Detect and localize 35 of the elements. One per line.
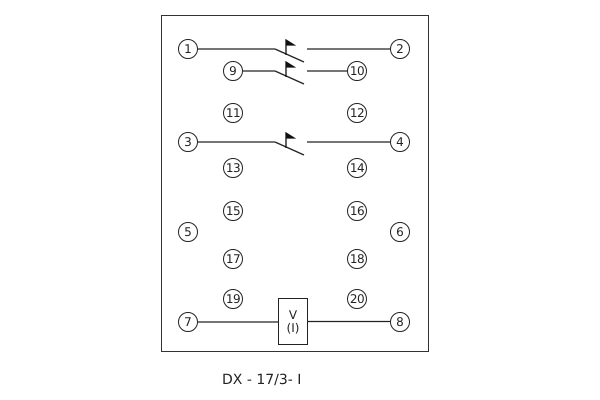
terminal-number: 4 [390, 132, 410, 152]
terminal-number: 11 [223, 103, 243, 123]
terminal-number: 3 [178, 132, 198, 152]
wire [198, 48, 275, 50]
terminal-number: 9 [223, 61, 243, 81]
open-contact-switch [275, 39, 307, 63]
terminal-number: 19 [223, 289, 243, 309]
terminal-number: 1 [178, 39, 198, 59]
terminal-number: 5 [178, 222, 198, 242]
terminal-number: 2 [390, 39, 410, 59]
wire [198, 141, 275, 143]
caption: DX - 17/3- I [222, 372, 302, 388]
wire [308, 320, 390, 322]
terminal-number: 7 [178, 312, 198, 332]
wire [243, 70, 275, 72]
coil-label: (I) [286, 322, 300, 334]
wire [198, 321, 278, 323]
terminal-number: 10 [347, 61, 367, 81]
terminal-number: 8 [390, 312, 410, 332]
terminal-number: 16 [347, 201, 367, 221]
wire [307, 70, 347, 72]
open-contact-switch [275, 61, 307, 85]
terminal-number: 17 [223, 249, 243, 269]
terminal-number: 20 [347, 289, 367, 309]
wire [307, 141, 390, 143]
terminal-number: 13 [223, 158, 243, 178]
terminal-number: 6 [390, 222, 410, 242]
wire [307, 48, 390, 50]
open-contact-switch [275, 132, 307, 156]
terminal-number: 14 [347, 158, 367, 178]
coil-label: V [288, 308, 298, 322]
terminal-number: 18 [347, 249, 367, 269]
coil-box [278, 298, 308, 345]
terminal-number: 12 [347, 103, 367, 123]
terminal-number: 15 [223, 201, 243, 221]
